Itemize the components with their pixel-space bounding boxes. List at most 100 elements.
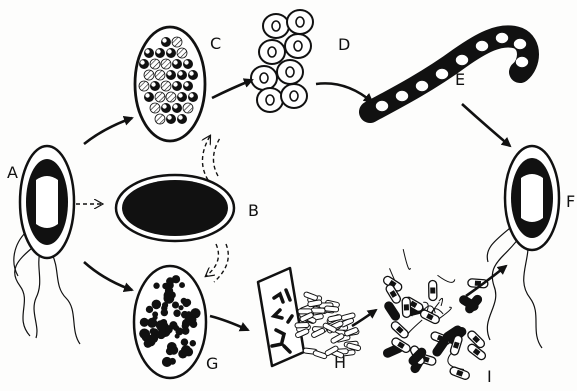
label-a: A <box>7 165 18 181</box>
label-c: C <box>210 36 221 52</box>
spore <box>155 114 165 124</box>
granule <box>140 318 149 327</box>
arrow-a-g <box>84 262 132 290</box>
chain-nucleus <box>396 91 408 101</box>
spore <box>155 92 165 102</box>
granule <box>161 309 168 316</box>
arrow-h-i <box>352 310 376 326</box>
cell-h <box>258 268 361 366</box>
spore <box>150 59 160 69</box>
chain-nucleus <box>436 69 448 79</box>
granule <box>157 330 166 339</box>
spore-highlight <box>173 104 177 108</box>
filament <box>407 320 422 336</box>
spore-highlight <box>178 93 182 97</box>
granule <box>190 340 196 346</box>
filament <box>403 249 410 269</box>
spore-highlight <box>189 93 193 97</box>
flagellum <box>487 236 520 340</box>
spore <box>183 103 193 113</box>
granule <box>173 310 180 317</box>
granule <box>184 299 191 306</box>
flagellum <box>14 232 26 276</box>
granule <box>189 317 195 323</box>
spore-highlight <box>167 115 171 119</box>
arrow-g-h <box>210 316 248 330</box>
chain-nucleus <box>516 57 528 67</box>
granule <box>186 311 191 316</box>
filament <box>437 275 454 282</box>
spore-highlight <box>145 93 149 97</box>
chain-e <box>370 33 528 112</box>
spore-highlight <box>140 60 144 64</box>
cell-c <box>135 27 205 141</box>
rod-mass-i <box>382 249 488 380</box>
granule <box>153 315 158 320</box>
label-i: I <box>487 369 492 385</box>
granule <box>152 300 162 310</box>
cluster-d <box>251 10 313 112</box>
spore <box>161 59 171 69</box>
granule <box>146 306 153 313</box>
cell-a <box>14 146 80 344</box>
rod-band <box>404 304 409 310</box>
label-e: E <box>455 72 465 88</box>
cluster-nucleus <box>290 91 298 101</box>
cluster-nucleus <box>294 41 302 51</box>
chain-nucleus <box>514 39 526 49</box>
cell-f <box>487 146 559 348</box>
rod <box>383 301 401 322</box>
spore-highlight <box>162 38 166 42</box>
label-g: G <box>206 356 218 372</box>
arrow-d-e <box>316 83 372 102</box>
spore-highlight <box>167 49 171 53</box>
spore-highlight <box>189 71 193 75</box>
flagellum <box>524 240 542 348</box>
label-b: B <box>248 203 259 219</box>
flagellum <box>34 252 40 338</box>
arrow-a-c <box>84 118 132 144</box>
label-f: F <box>566 194 575 210</box>
spore-highlight <box>178 71 182 75</box>
arrow-b-g <box>206 244 218 276</box>
granule <box>175 328 183 336</box>
spore <box>155 70 165 80</box>
granule <box>172 301 179 308</box>
spore <box>139 81 149 91</box>
cell-g <box>134 266 206 378</box>
cluster-nucleus <box>272 21 280 31</box>
label-d: D <box>338 37 350 53</box>
spore-highlight <box>156 49 160 53</box>
chain-nucleus <box>476 41 488 51</box>
arrow-b-g-2 <box>214 244 228 282</box>
granule <box>170 348 175 353</box>
granule <box>144 339 152 347</box>
cluster-nucleus <box>296 17 304 27</box>
spore <box>172 37 182 47</box>
arrow-b-c-2 <box>213 138 220 176</box>
granule <box>165 326 170 331</box>
flagellum <box>52 254 80 344</box>
cluster-nucleus <box>266 95 274 105</box>
granule <box>169 358 176 365</box>
spore <box>177 48 187 58</box>
chain-nucleus <box>496 33 508 43</box>
spore-highlight <box>173 82 177 86</box>
arrow-b-c <box>202 136 210 180</box>
spore <box>144 70 154 80</box>
granule <box>166 277 174 285</box>
cluster-nucleus <box>286 67 294 77</box>
spore-highlight <box>178 115 182 119</box>
spore-highlight <box>173 60 177 64</box>
granule <box>153 283 159 289</box>
granule <box>178 305 183 310</box>
chain-nucleus <box>416 81 428 91</box>
spore <box>150 103 160 113</box>
spore-highlight <box>184 60 188 64</box>
flagellum <box>487 228 510 262</box>
arrow-c-d <box>212 80 252 98</box>
rod <box>324 306 338 312</box>
rod <box>295 322 309 328</box>
